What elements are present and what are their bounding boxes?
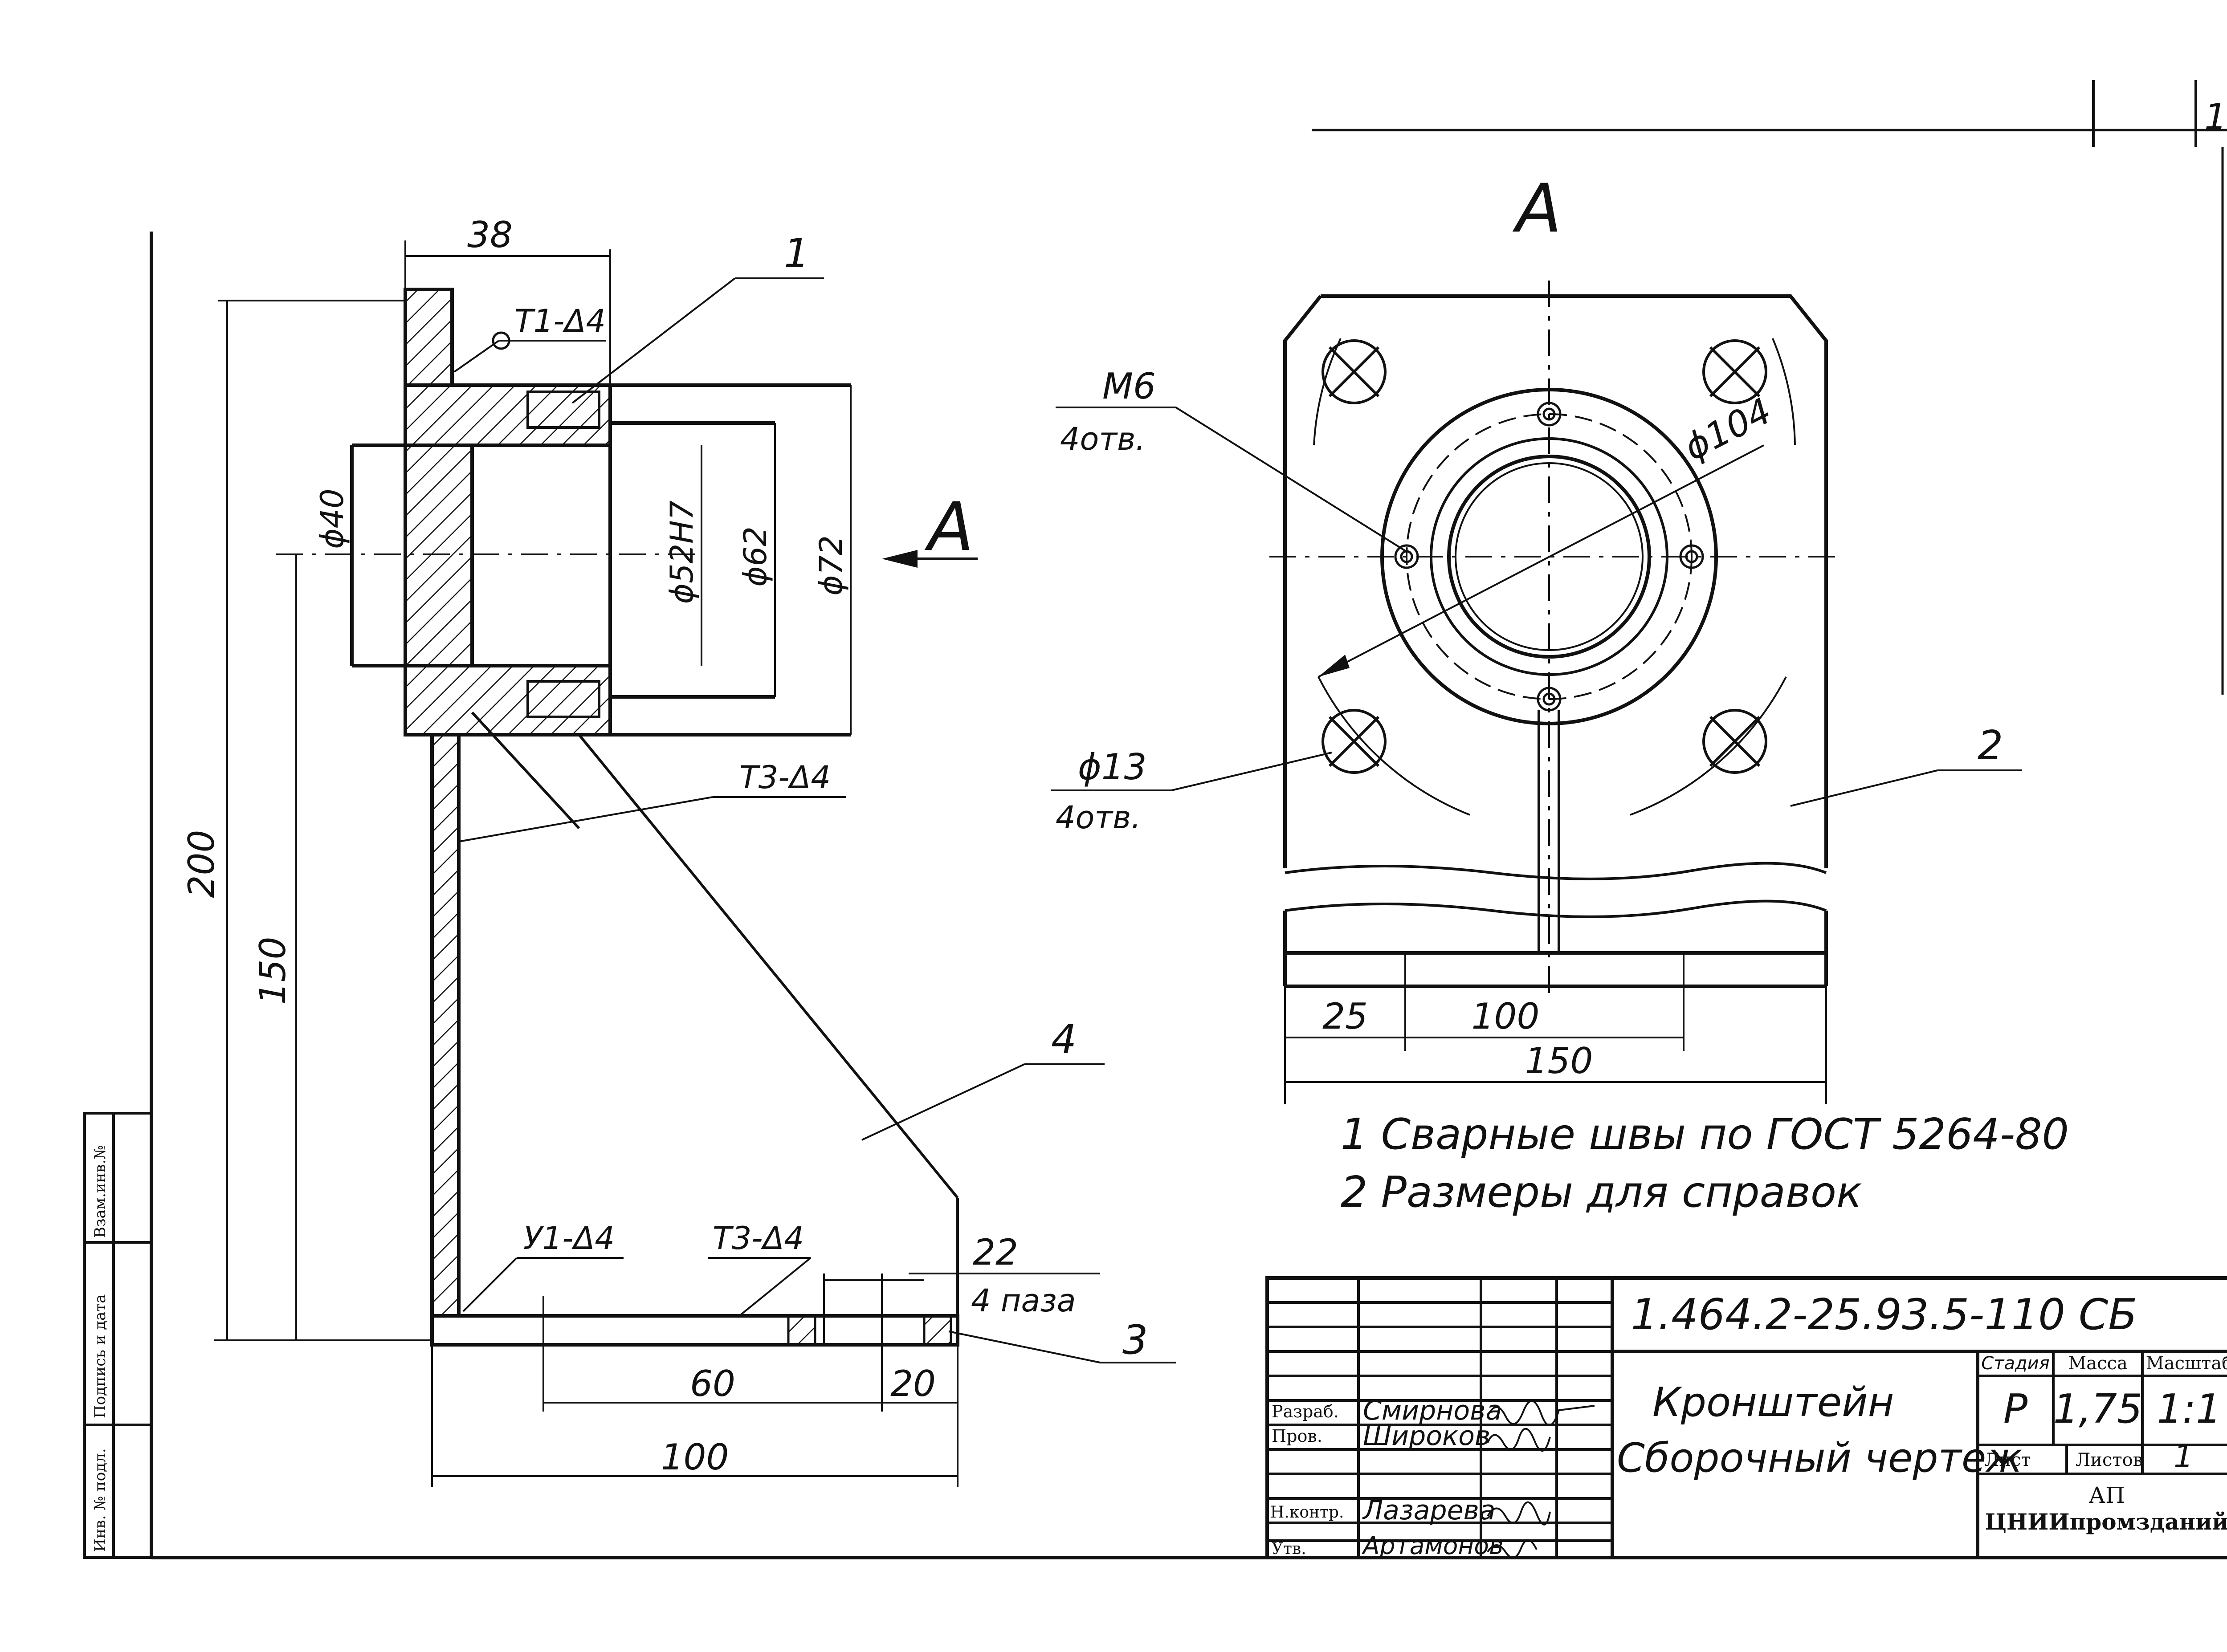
section-arrow-label: А xyxy=(925,488,974,566)
screw-bottom xyxy=(526,680,600,718)
m6-holes xyxy=(1394,402,1704,712)
bracket-section-view: 38 200 150 ϕ40 ϕ52H7 ϕ62 ϕ72 60 20 100 2… xyxy=(181,214,1176,1487)
screw-top xyxy=(526,391,600,429)
view-a: А xyxy=(1051,170,2022,1104)
dim-60: 60 xyxy=(690,1363,735,1404)
dim-100-view-a: 100 xyxy=(1472,996,1540,1037)
hub-bore xyxy=(1447,455,1651,659)
weld-t3-lower: T3-Δ4 xyxy=(713,1220,804,1257)
bottom-slots xyxy=(787,1314,952,1346)
section-arrow: А xyxy=(882,488,978,568)
signature-role-norm: Н.контр. xyxy=(1270,1503,1344,1522)
signature-scribbles xyxy=(1487,1400,1595,1558)
vertical-rib xyxy=(430,733,461,1318)
signature-name-developer: Смирнова xyxy=(1363,1395,1502,1426)
signature-name-approver: Артамонов xyxy=(1362,1531,1503,1560)
position-4: 4 xyxy=(1051,1016,1077,1063)
header-mass: Масса xyxy=(2068,1353,2127,1374)
value-stage: Р xyxy=(2003,1386,2028,1432)
position-2: 2 xyxy=(1978,722,2003,769)
dim-100: 100 xyxy=(661,1436,729,1478)
weld-places: 4 паза xyxy=(971,1282,1076,1319)
d13-holes xyxy=(1322,339,1767,774)
side-stamp-inventory: Инв. № подл. xyxy=(91,1448,109,1552)
organization-name: ЦНИИпромзданий xyxy=(1985,1509,2227,1535)
header-sheet: Лист xyxy=(1984,1450,2031,1470)
base-plate xyxy=(430,1314,959,1347)
break-line-bottom xyxy=(1285,899,1827,918)
dim-d62: ϕ62 xyxy=(737,526,774,586)
dim-d72: ϕ72 xyxy=(813,535,849,595)
dim-150-view-a: 150 xyxy=(1525,1040,1593,1082)
break-line-top xyxy=(1285,862,1827,880)
note-1: 1 Сварные швы по ГОСТ 5264-80 xyxy=(1341,1110,2069,1159)
signature-role-approver: Утв. xyxy=(1272,1540,1306,1558)
title-block xyxy=(1265,1276,2227,1559)
page-number: 14 xyxy=(2204,96,2227,138)
weld-t1: T1-Δ4 xyxy=(514,303,606,339)
view-a-plate-outline xyxy=(1283,294,1828,868)
callout-d13: ϕ13 xyxy=(1078,746,1147,788)
header-sheets: Листов xyxy=(2076,1450,2143,1470)
value-sheets: 1 xyxy=(2174,1438,2194,1475)
designation: 1.464.2-25.93.5-110 СБ xyxy=(1631,1290,2137,1339)
position-3: 3 xyxy=(1122,1317,1148,1363)
signature-name-checker: Широков xyxy=(1363,1420,1490,1452)
weld-t3-upper: T3-Δ4 xyxy=(739,759,831,796)
dim-d40: ϕ40 xyxy=(314,488,351,549)
side-stamp-replaced: Взам.инв.№ xyxy=(91,1145,109,1238)
dim-200: 200 xyxy=(181,830,222,898)
dim-25: 25 xyxy=(1322,996,1368,1037)
dim-20: 20 xyxy=(890,1363,936,1404)
product-name: Кронштейн xyxy=(1652,1379,1894,1426)
weld-circle-marker xyxy=(492,331,510,350)
dim-d52h7: ϕ52H7 xyxy=(664,500,700,604)
product-subtitle: Сборочный чертеж xyxy=(1617,1435,2022,1481)
hub-bore-inner xyxy=(1455,462,1644,651)
signature-role-checker: Пров. xyxy=(1272,1426,1322,1446)
value-scale: 1:1 xyxy=(2157,1386,2222,1432)
pitch-arcs xyxy=(1313,338,1796,816)
header-scale: Масштаб xyxy=(2146,1353,2227,1374)
upper-flange xyxy=(404,288,454,387)
hub-outer-circle xyxy=(1380,388,1718,725)
position-1: 1 xyxy=(784,230,809,277)
dim-22: 22 xyxy=(973,1232,1018,1273)
callout-m6-count: 4отв. xyxy=(1060,421,1146,457)
weld-u1: У1-Δ4 xyxy=(523,1220,615,1257)
signature-role-developer: Разраб. xyxy=(1272,1402,1339,1421)
callout-m6: M6 xyxy=(1102,366,1156,407)
dim-150: 150 xyxy=(252,937,294,1005)
side-stamp xyxy=(83,1112,153,1559)
dim-38: 38 xyxy=(467,214,513,256)
header-stage: Стадия xyxy=(1981,1353,2049,1374)
hub-bolt-circle xyxy=(1406,413,1693,700)
organization-ap: АП xyxy=(2088,1482,2125,1508)
note-2: 2 Размеры для справок xyxy=(1341,1168,1862,1217)
signature-name-norm: Лазарева xyxy=(1362,1495,1496,1526)
view-a-title: А xyxy=(1513,170,1562,248)
hub-bore-large xyxy=(1430,437,1668,676)
callout-d13-count: 4отв. xyxy=(1056,799,1141,836)
value-mass: 1,75 xyxy=(2053,1386,2142,1432)
side-stamp-signature: Подпись и дата xyxy=(91,1294,109,1419)
